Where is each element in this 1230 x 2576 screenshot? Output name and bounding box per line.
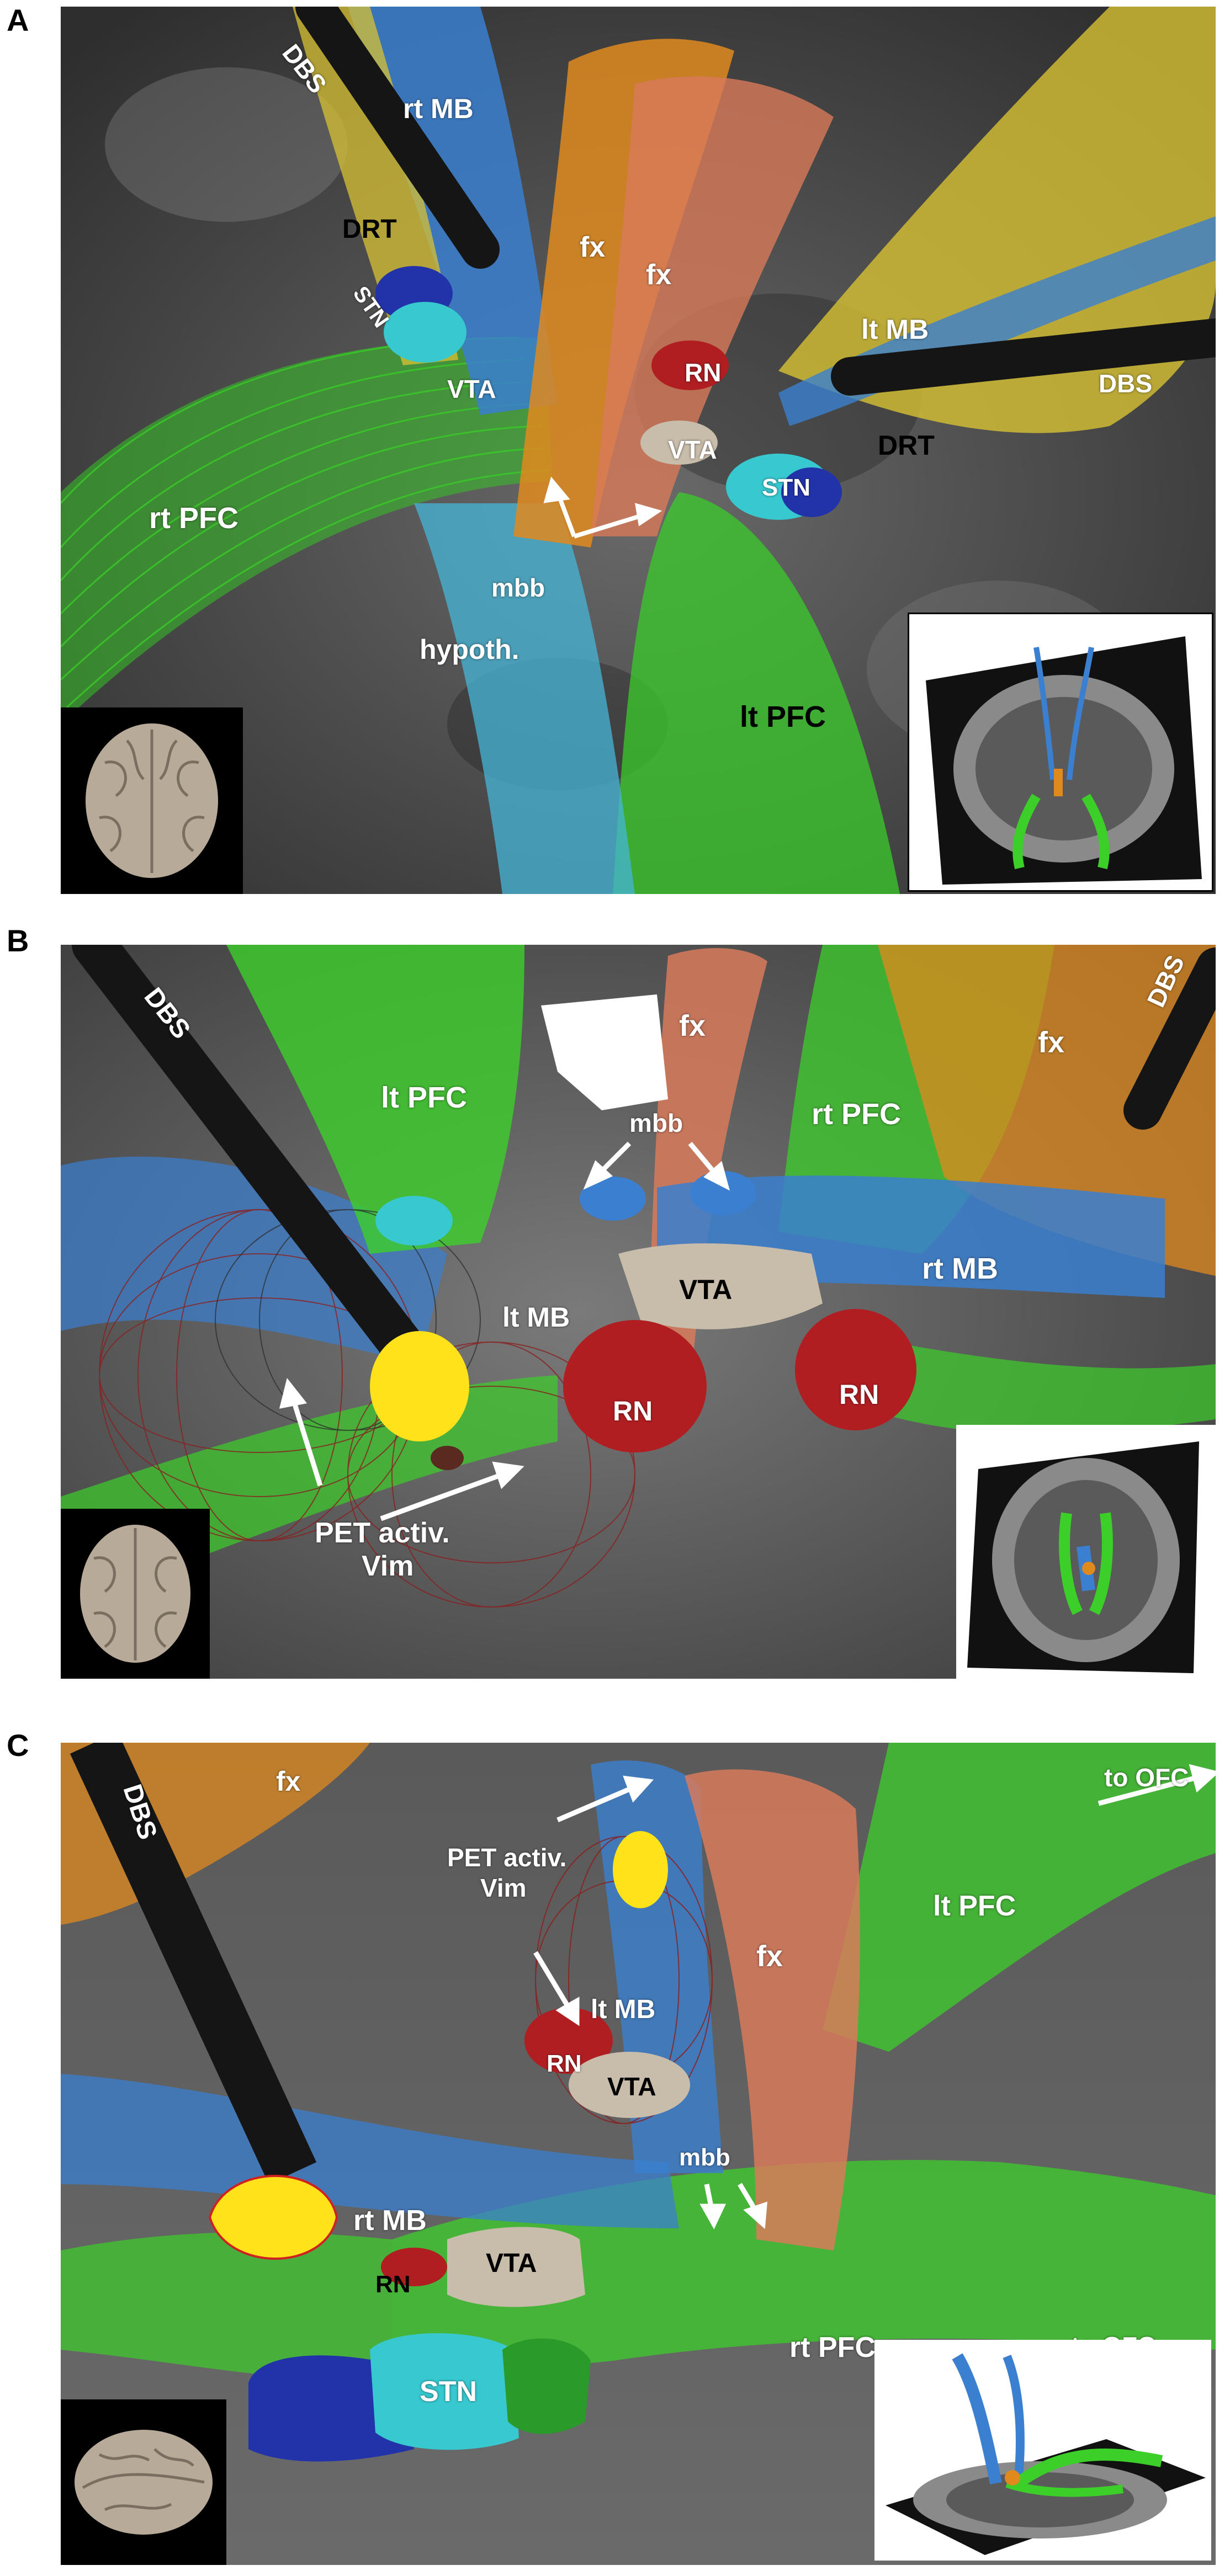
label-hypoth: hypoth. [420,634,519,665]
panel-c: DBS fx to OFC PET activ. Vim lt PFC fx l… [61,1743,1216,2565]
label-lt-pfc: lt PFC [381,1081,467,1114]
label-mbb: mbb [491,573,545,602]
label-fx-mid: fx [679,1009,706,1042]
label-mbb: mbb [679,2144,730,2171]
mri-inset-c [874,2340,1211,2561]
label-vta: VTA [679,1274,733,1305]
brain-orientation-inset-c [61,2399,226,2565]
mri-sagittal-overview [909,614,1212,890]
mri-inset-b [956,1425,1216,1679]
panel-letter-c: C [7,1728,29,1763]
label-rt-pfc: rt PFC [789,2332,876,2364]
label-vta-upper: VTA [607,2072,656,2101]
label-rt-pfc: rt PFC [149,502,238,535]
brain-surface-icon [61,1509,210,1679]
panel-letter-a: A [7,3,29,38]
label-stn-right: STN [762,474,810,501]
label-rn-left: RN [613,1396,653,1427]
mri-sagittal-overview [874,2340,1211,2561]
brain-orientation-inset-a [61,707,243,894]
label-rn: RN [685,358,722,387]
label-dbs-right: DBS [1099,369,1153,398]
label-to-ofc-top: to OFC [1104,1763,1189,1792]
label-rn-upper: RN [547,2050,582,2077]
label-rn-lower: RN [375,2271,411,2298]
label-drt-right: DRT [878,430,935,461]
label-lt-mb: lt MB [502,1302,570,1333]
mri-inset-a [908,613,1213,892]
panel-a: DBS rt MB DRT STN fx fx lt MB RN VTA DBS… [61,7,1216,894]
label-lt-pfc: lt PFC [933,1890,1016,1922]
label-pet-activ: PET activ. [315,1517,450,1549]
label-lt-mb: lt MB [861,314,929,345]
brain-surface-icon [61,707,243,894]
label-vta-lower: VTA [486,2249,537,2278]
label-stn: STN [420,2376,477,2408]
panel-letter-b: B [7,923,29,958]
label-fx-1: fx [580,231,606,263]
label-pet-activ: PET activ. [447,1843,567,1872]
label-drt-left: DRT [342,215,397,244]
panel-a-tractography [61,7,1216,894]
mri-axial-overview [956,1425,1216,1679]
panel-b: DBS fx DBS fx lt PFC rt PFC mbb rt MB lt… [61,945,1216,1679]
label-lt-pfc: lt PFC [740,700,826,733]
label-vim: Vim [362,1550,414,1582]
label-rt-mb: rt MB [353,2205,427,2237]
label-vta-right: VTA [668,435,717,464]
label-fx-right: fx [1038,1026,1065,1059]
brain-orientation-inset-b [61,1509,210,1679]
brain-surface-icon [61,2399,226,2565]
label-fx-right: fx [756,1940,783,1973]
label-rt-mb: rt MB [403,93,474,124]
label-rt-mb: rt MB [922,1252,998,1285]
label-vim: Vim [480,1874,527,1902]
label-lt-mb: lt MB [591,1995,656,2024]
label-mbb: mbb [629,1109,683,1137]
label-rt-pfc: rt PFC [812,1098,901,1131]
label-fx-left: fx [276,1766,301,1797]
label-fx-2: fx [646,259,672,291]
label-vta-left: VTA [447,375,496,403]
label-rn-right: RN [839,1379,879,1410]
